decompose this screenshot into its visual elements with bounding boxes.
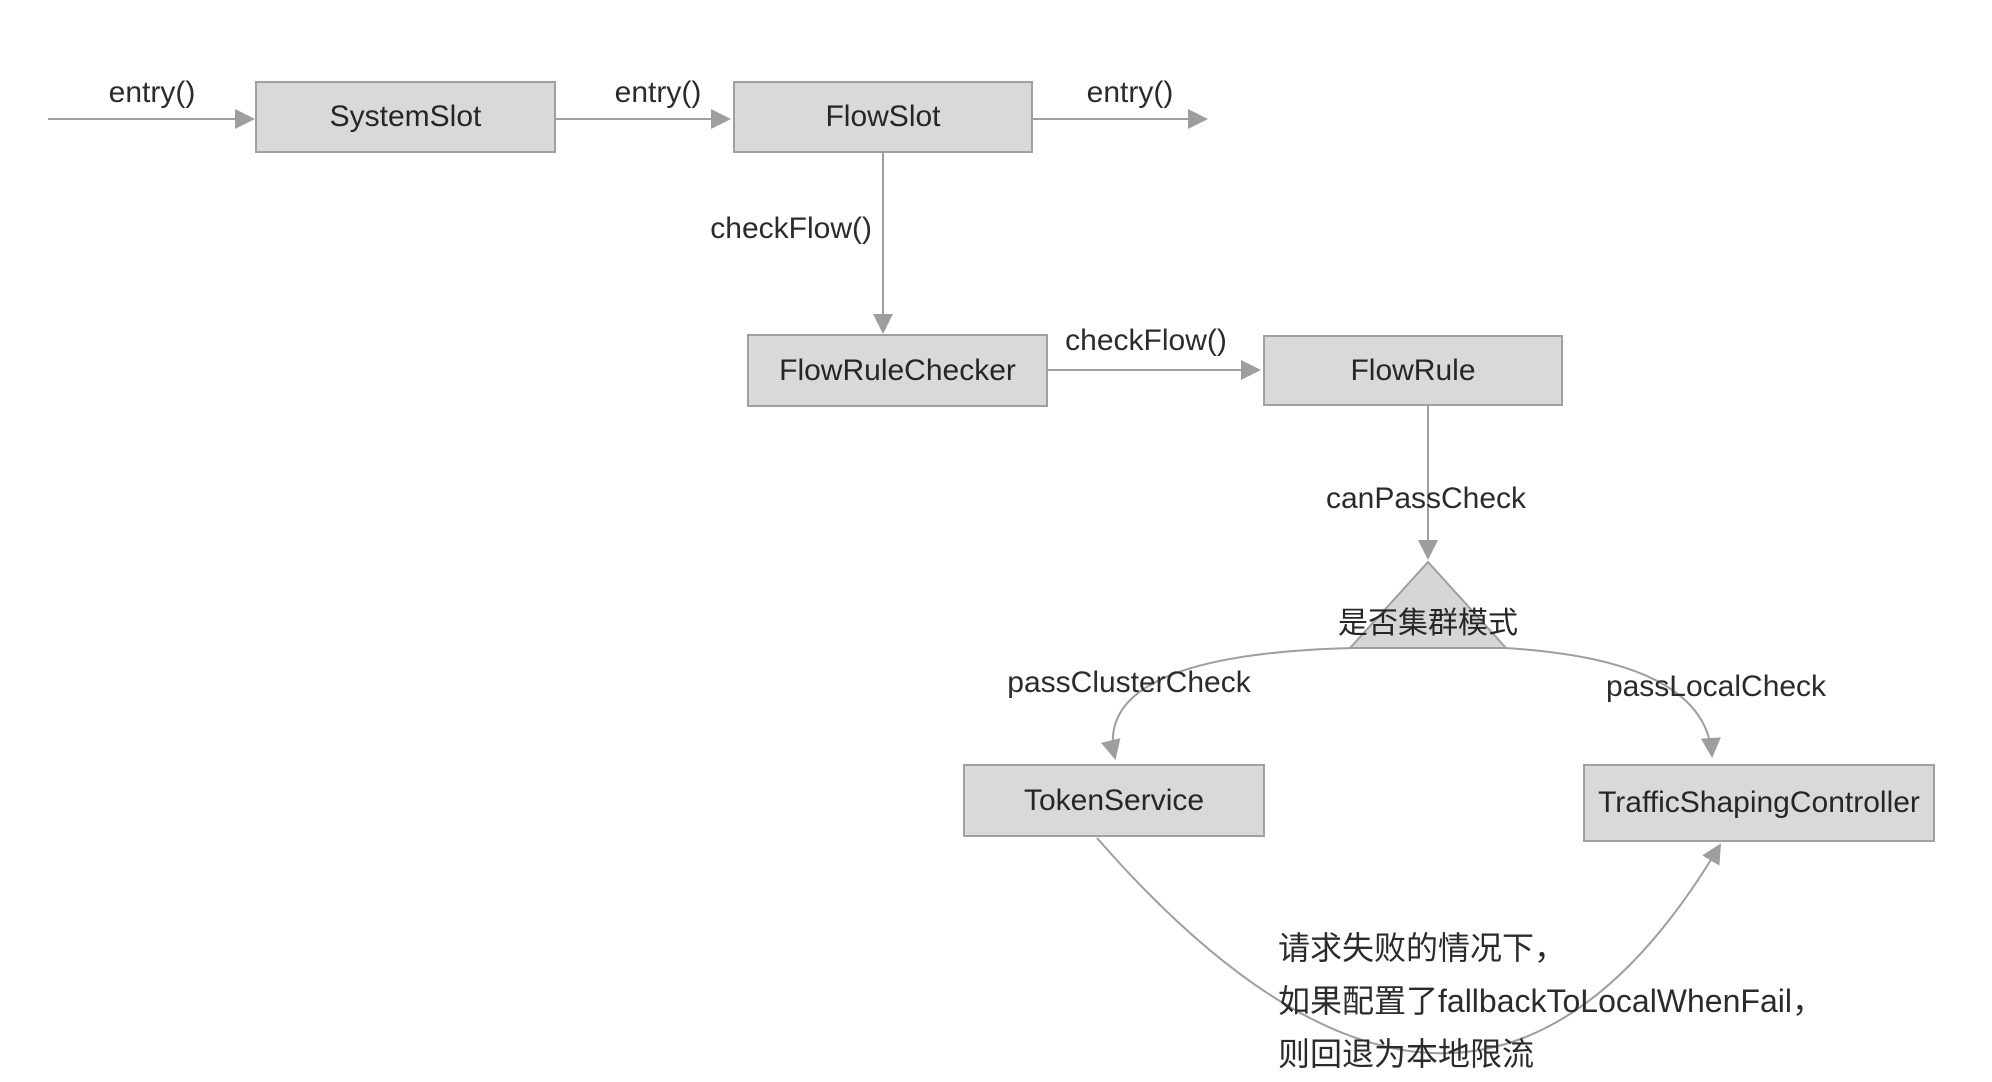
node-flowslot: FlowSlot (733, 81, 1033, 153)
node-tokenservice: TokenService (963, 764, 1265, 837)
fallback-note-line-2: 如果配置了fallbackToLocalWhenFail， (1278, 983, 1824, 1019)
label-entry-end: entry() (1086, 76, 1174, 109)
fallback-note-line-1: 请求失败的情况下， (1278, 930, 1567, 966)
arrow-passlocalcheck (1504, 647, 1721, 758)
label-canpasscheck: canPassCheck (1325, 482, 1527, 515)
fallback-note-line-3: 则回退为本地限流 (1278, 1036, 1535, 1072)
label-passclustercheck: passClusterCheck (1007, 666, 1251, 699)
label-entry-start: entry() (108, 76, 196, 109)
node-systemslot: SystemSlot (255, 81, 556, 153)
node-flowrulechecker: FlowRuleChecker (747, 334, 1048, 407)
decision-triangle (1347, 560, 1509, 649)
label-passlocalcheck: passLocalCheck (1605, 670, 1827, 703)
node-trafficshapingcontroller: TrafficShapingController (1583, 764, 1935, 842)
arrow-fallback-curve (1096, 837, 1722, 1055)
label-checkflow-right: checkFlow() (1065, 324, 1227, 357)
fallback-note: 请求失败的情况下， 如果配置了fallbackToLocalWhenFail， … (1278, 922, 1824, 1081)
label-entry-mid: entry() (614, 76, 702, 109)
label-checkflow-down: checkFlow() (710, 212, 872, 245)
arrow-passclustercheck (1101, 647, 1353, 760)
node-flowrule: FlowRule (1263, 335, 1563, 406)
decision-label: 是否集群模式 (1338, 607, 1518, 640)
